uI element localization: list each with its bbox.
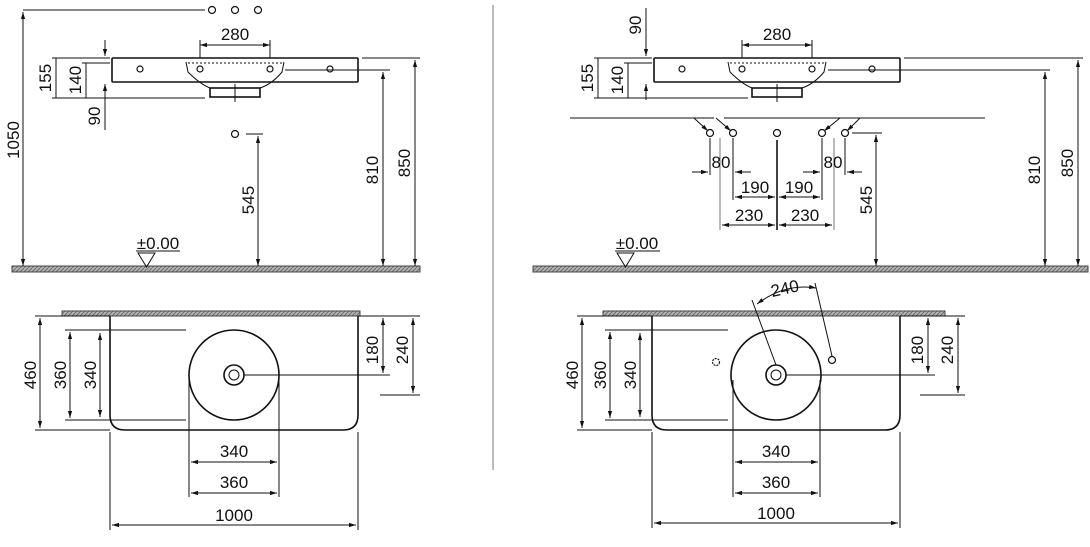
dim-280: 280 [763, 25, 791, 44]
dim-240-angle: 240 [769, 276, 801, 300]
dim-850: 850 [1058, 149, 1077, 177]
dim-90: 90 [626, 16, 645, 35]
width-1000: 1000 [757, 504, 795, 523]
dim-190-right: 190 [785, 178, 813, 197]
floor-level-label: ±0.00 [137, 234, 179, 253]
dim-460: 460 [563, 361, 582, 389]
waste-outlet-icon [230, 129, 240, 139]
dim-1050: 1050 [4, 121, 23, 159]
dim-545: 545 [239, 186, 258, 214]
dim-140: 140 [608, 66, 627, 94]
dim-230-right: 230 [791, 206, 819, 225]
width-360: 360 [220, 473, 248, 492]
drain-icon [223, 364, 245, 386]
dim-180: 180 [908, 336, 927, 364]
dim-80-right: 80 [824, 153, 843, 172]
dim-90: 90 [85, 107, 104, 126]
left-side-elevation: 1050 280 155 140 90 545 810 850 ±0 [4, 5, 421, 273]
dim-360: 360 [51, 361, 70, 389]
level-marker-icon [137, 252, 156, 268]
floor [532, 265, 1089, 273]
dim-180: 180 [363, 336, 382, 364]
level-marker-icon [616, 252, 635, 268]
dim-810: 810 [363, 156, 382, 184]
width-360: 360 [762, 473, 790, 492]
tap-hole-left-icon [711, 357, 721, 367]
mounting-holes-icon [136, 65, 334, 73]
width-340: 340 [762, 442, 790, 461]
dim-155: 155 [36, 64, 55, 92]
width-340: 340 [220, 442, 248, 461]
width-1000: 1000 [215, 506, 253, 525]
dim-80-left: 80 [712, 153, 731, 172]
dim-340: 340 [81, 361, 100, 389]
dim-360: 360 [591, 361, 610, 389]
dim-850: 850 [395, 149, 414, 177]
drain-icon [765, 364, 787, 386]
left-plan-view: 460 360 340 180 240 340 360 1000 [21, 310, 420, 530]
right-side-elevation: 280 90 155 140 80 80 190 190 230 [532, 8, 1089, 273]
dim-155: 155 [578, 64, 597, 92]
dim-460: 460 [21, 361, 40, 389]
wall [602, 310, 946, 317]
dim-230-left: 230 [735, 206, 763, 225]
floor [11, 265, 421, 273]
dim-280: 280 [221, 25, 249, 44]
tap-holes-icon [207, 5, 263, 15]
dim-240: 240 [938, 336, 957, 364]
dim-810: 810 [1025, 156, 1044, 184]
dim-140: 140 [66, 66, 85, 94]
dim-545: 545 [857, 186, 876, 214]
floor-level-label: ±0.00 [616, 234, 658, 253]
dim-340: 340 [621, 361, 640, 389]
basin-outline [651, 316, 901, 431]
tap-hole-right-icon [827, 355, 837, 365]
right-plan-view: 240 460 360 340 180 240 340 360 1000 [563, 276, 965, 528]
dim-240: 240 [393, 336, 412, 364]
mounting-holes-icon [678, 65, 876, 73]
wall [61, 310, 361, 317]
valve-connections-icon [705, 128, 850, 138]
basin-outline [109, 316, 359, 431]
dim-190-left: 190 [741, 178, 769, 197]
